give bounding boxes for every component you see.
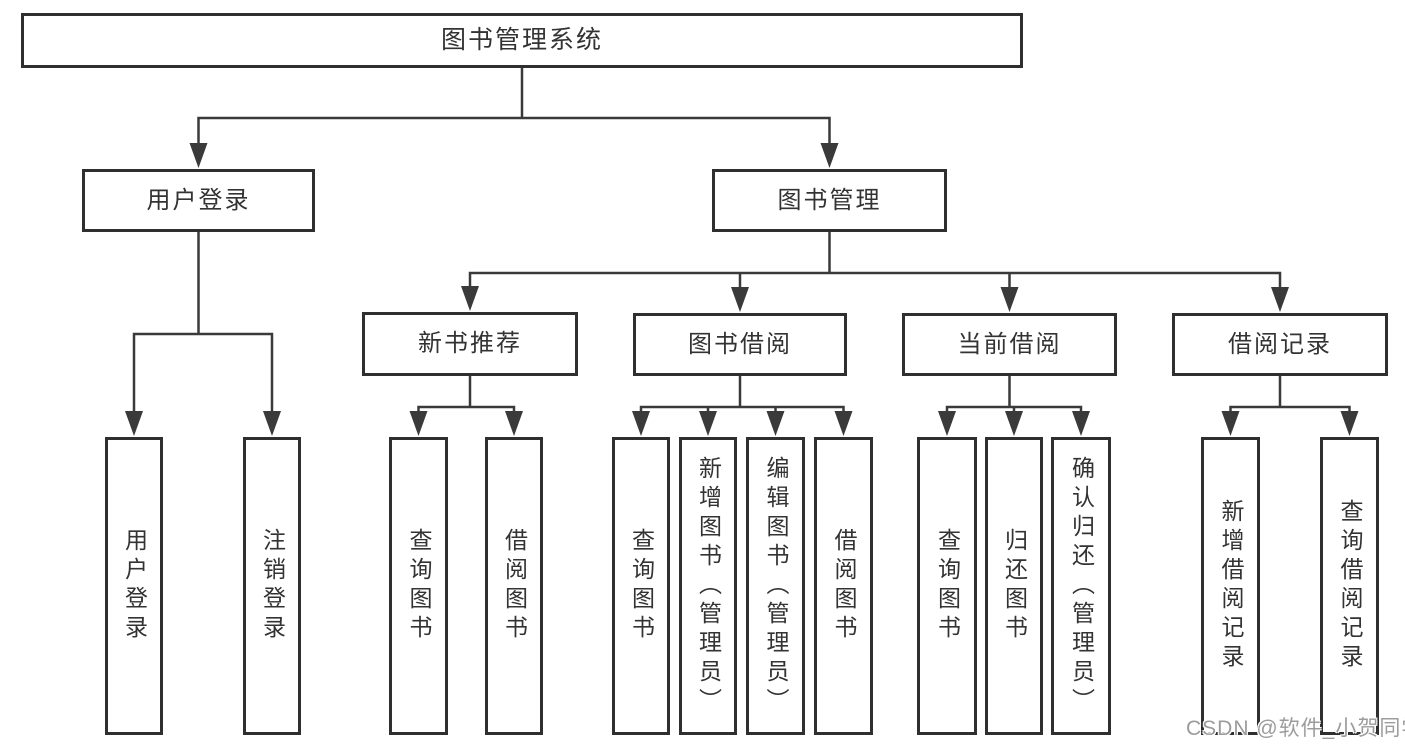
node-label: 编辑图书（管理员） — [763, 455, 789, 717]
node-label: 归还图书 — [1001, 528, 1028, 644]
node-v-query-borrow-record: 查询借阅记录 — [1320, 437, 1379, 735]
node-label: 注销登录 — [259, 528, 286, 644]
node-label: 查询图书 — [628, 528, 655, 644]
watermark: CSDN @软件_小贺同学 — [1186, 717, 1405, 740]
node-new-book-rec: 新书推荐 — [362, 312, 578, 376]
node-label: 用户登录 — [146, 186, 251, 214]
node-label: 图书管理 — [777, 186, 882, 214]
node-label: 图书管理系统 — [440, 26, 603, 54]
node-label: 图书借阅 — [688, 330, 792, 358]
node-label: 新书推荐 — [418, 330, 522, 357]
node-v-add-borrow-record: 新增借阅记录 — [1201, 437, 1260, 735]
node-v-query-book-1: 查询图书 — [389, 437, 448, 735]
node-v-query-book-3: 查询图书 — [917, 437, 977, 735]
node-v-logout: 注销登录 — [243, 437, 301, 735]
node-v-borrow-book-2: 借阅图书 — [814, 437, 873, 735]
node-v-user-login: 用户登录 — [105, 437, 163, 735]
node-v-borrow-book-1: 借阅图书 — [485, 437, 543, 735]
node-v-query-book-2: 查询图书 — [612, 437, 670, 735]
node-user-login-group: 用户登录 — [82, 169, 315, 232]
node-label: 查询借阅记录 — [1337, 499, 1363, 673]
node-v-confirm-return: 确认归还（管理员） — [1051, 437, 1111, 735]
node-label: 查询图书 — [934, 528, 961, 644]
node-root: 图书管理系统 — [21, 13, 1023, 68]
node-label: 当前借阅 — [957, 330, 1062, 358]
node-v-return-book: 归还图书 — [985, 437, 1043, 735]
node-book-mgmt: 图书管理 — [712, 169, 947, 232]
node-borrow-records: 借阅记录 — [1172, 313, 1388, 376]
node-label: 用户登录 — [121, 528, 148, 644]
node-label: 借阅图书 — [831, 528, 857, 644]
node-label: 借阅记录 — [1228, 330, 1332, 358]
node-current-borrow: 当前借阅 — [902, 313, 1117, 376]
node-label: 新增图书（管理员） — [695, 455, 722, 717]
node-label: 确认归还（管理员） — [1068, 455, 1095, 717]
node-book-borrow: 图书借阅 — [633, 313, 847, 376]
node-v-edit-book: 编辑图书（管理员） — [746, 437, 805, 735]
node-label: 新增借阅记录 — [1218, 499, 1244, 673]
node-label: 借阅图书 — [501, 528, 528, 644]
node-v-add-book: 新增图书（管理员） — [679, 437, 737, 735]
node-label: 查询图书 — [406, 528, 432, 644]
